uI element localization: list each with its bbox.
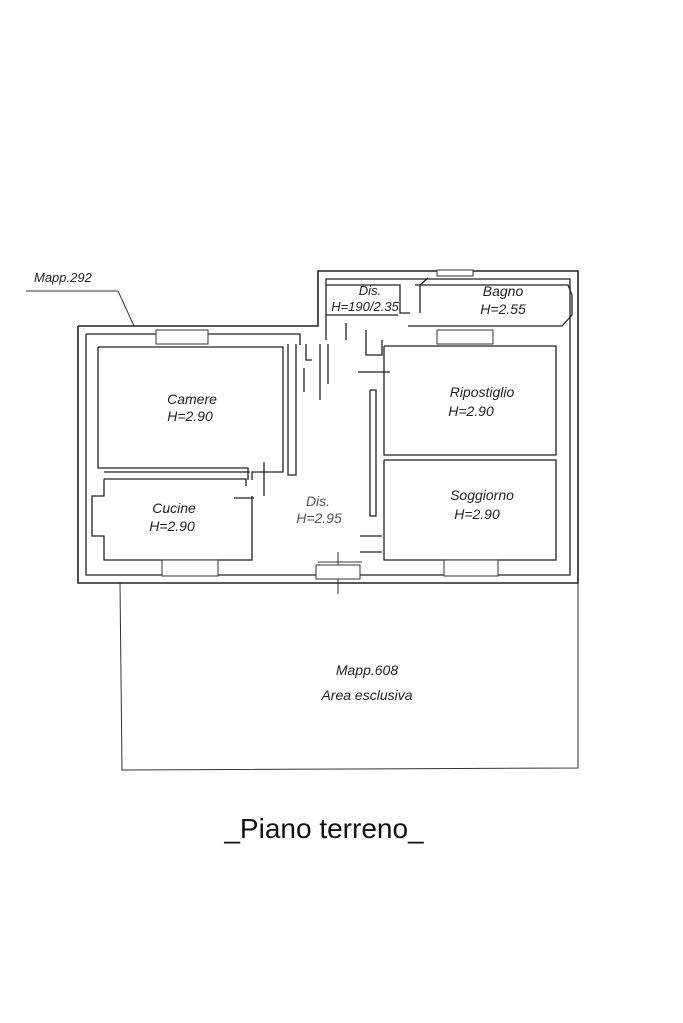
dis-main-height: H=2.95: [296, 510, 342, 526]
ripostiglio-height: H=2.90: [448, 403, 494, 419]
bagno-window: [436, 269, 474, 277]
ripostiglio-window: [436, 329, 494, 345]
cucine-height: H=2.90: [149, 518, 195, 534]
room-soggiorno: [383, 459, 557, 577]
dis-main-name: Dis.: [306, 493, 330, 509]
room-cucine: [91, 462, 265, 577]
mapp-292-label: Mapp.292: [34, 270, 93, 285]
soggiorno-name: Soggiorno: [450, 487, 514, 503]
corridor-door: [315, 564, 361, 580]
dis-upper-name: Dis.: [359, 283, 381, 298]
floor-title: _Piano terreno_: [223, 813, 424, 844]
camere-height: H=2.90: [167, 408, 213, 424]
area-esclusiva-label: Area esclusiva: [320, 687, 412, 703]
dis-upper-height: H=190/2.35: [331, 299, 399, 314]
annex-interior-walls: [326, 269, 573, 356]
soggiorno-height: H=2.90: [454, 506, 500, 522]
camere-window: [155, 329, 209, 345]
outer-walls: [77, 270, 579, 584]
cucine-name: Cucine: [152, 500, 196, 516]
ripostiglio-name: Ripostiglio: [450, 384, 515, 400]
bagno-name: Bagno: [483, 283, 524, 299]
mapp-608-label: Mapp.608: [336, 662, 398, 678]
exclusive-area: [119, 582, 579, 771]
cucine-window: [161, 559, 219, 577]
mapp-292-leader-line: [26, 290, 135, 327]
room-ripostiglio: [383, 329, 557, 456]
soggiorno-window: [443, 559, 499, 577]
room-camere: [97, 329, 297, 480]
corridor-walls: [303, 344, 390, 594]
bagno-height: H=2.55: [480, 301, 526, 317]
camere-name: Camere: [167, 391, 217, 407]
